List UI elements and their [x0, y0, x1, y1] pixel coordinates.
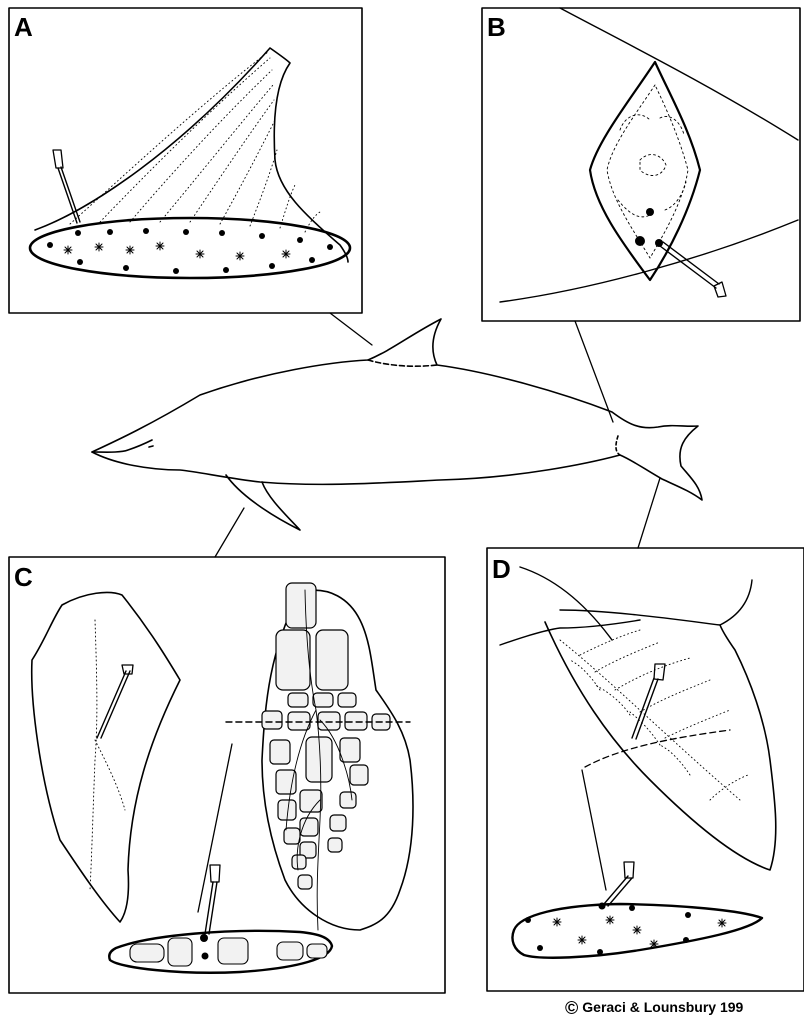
- credit-text: Geraci & Lounsbury 199: [582, 999, 743, 1015]
- fluke-vessels: [635, 208, 663, 247]
- dolphin-body: [92, 319, 702, 530]
- panel-d-label: D: [492, 556, 511, 582]
- panel-c-frame: [9, 557, 445, 993]
- panel-b-label: B: [487, 14, 506, 40]
- fluke-section-drawing: [500, 8, 798, 302]
- copyright-credit: ©Geraci & Lounsbury 199: [565, 998, 743, 1019]
- flipper-drawing: [32, 583, 413, 973]
- panel-c-label: C: [14, 564, 33, 590]
- dorsal-fin-drawing: [30, 48, 350, 278]
- flipper-bones: [262, 583, 390, 889]
- flipper-section-vessels: [130, 938, 327, 966]
- fluke-section-plexus: [553, 916, 726, 948]
- panel-d-frame: [487, 548, 804, 991]
- panel-a-label: A: [14, 14, 33, 40]
- fin-plexus: [64, 242, 290, 260]
- copyright-symbol: ©: [565, 998, 578, 1018]
- fin-vessels: [47, 228, 333, 274]
- panel-b-frame: [482, 8, 800, 321]
- fluke-fibers: [560, 630, 748, 800]
- tail-fluke-drawing: [500, 567, 776, 958]
- fluke-inner-layers: [607, 85, 688, 258]
